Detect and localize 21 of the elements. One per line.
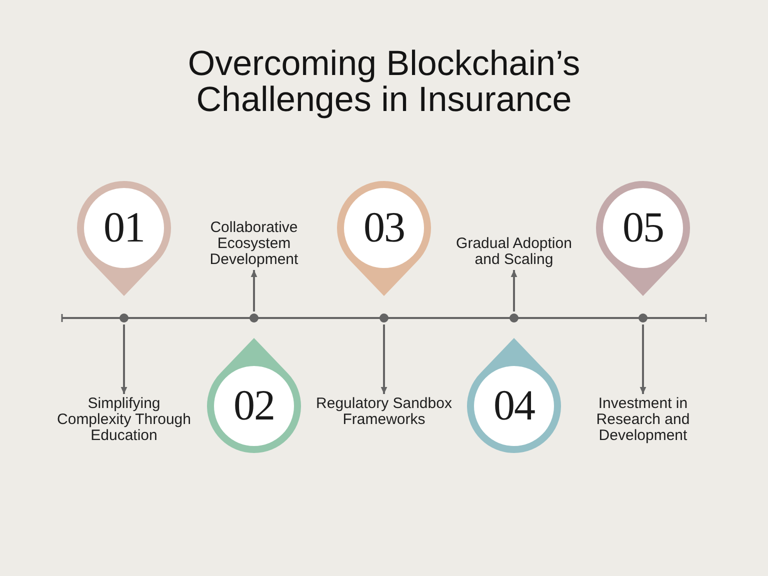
step-number: 04 [494, 384, 534, 428]
step-number: 05 [622, 206, 664, 250]
location-pin [337, 181, 431, 296]
step-label: Gradual Adoption and Scaling [444, 236, 584, 268]
title: Overcoming Blockchain’s Challenges in Insurance [186, 46, 582, 118]
step-number: 03 [364, 206, 404, 250]
step-label: Collaborative Ecosystem Development [194, 220, 314, 268]
step-number: 01 [104, 206, 144, 250]
arrow [640, 324, 646, 394]
step-label: Simplifying Complexity Through Education [50, 396, 198, 444]
location-pin [596, 181, 690, 296]
location-pin [77, 181, 171, 296]
arrow [120, 324, 128, 394]
arrow [380, 324, 388, 394]
location-pin [467, 338, 561, 453]
location-pin [207, 338, 301, 453]
step-label: Investment in Research and Development [583, 396, 703, 444]
step-label: Regulatory Sandbox Frameworks [306, 396, 462, 428]
step-number: 02 [234, 384, 274, 428]
arrow [250, 270, 258, 312]
arrow [510, 270, 518, 312]
